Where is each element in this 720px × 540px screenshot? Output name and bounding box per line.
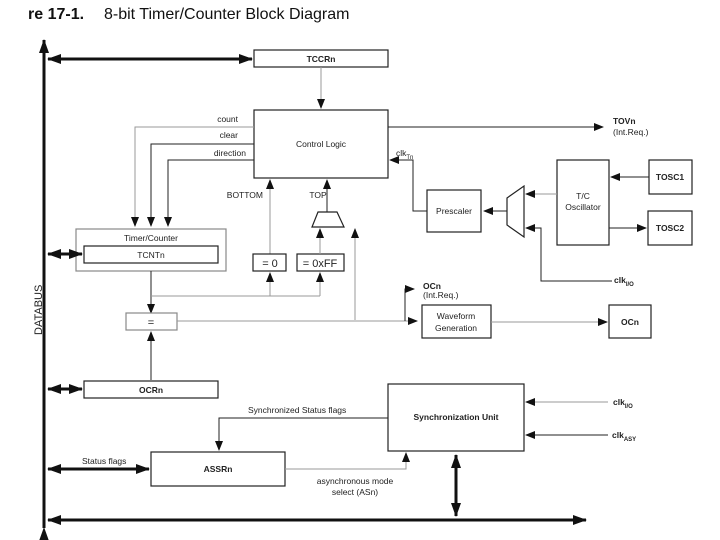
clk-asy-label: clkASY [612, 430, 636, 443]
clk-io-label-1: clkI/O [614, 275, 634, 288]
clk-tn-label: clkTn [396, 148, 413, 161]
async-mode-wire [285, 452, 410, 470]
top-mux [311, 211, 345, 228]
ocn-output-label: OCn [621, 317, 639, 327]
clock-source-mux [506, 184, 525, 239]
tosc2-block [647, 210, 693, 246]
clk-tn-wire [389, 156, 427, 212]
count-label: count [217, 114, 238, 124]
ocn-int-label: OCn [423, 281, 441, 291]
ocn-int-sub-label: (Int.Req.) [423, 290, 459, 300]
sync-unit-label: Synchronization Unit [414, 412, 499, 422]
waveform-label-2: Generation [435, 323, 477, 333]
async-mode-label-2: select (ASn) [332, 487, 378, 497]
tov-sub-label: (Int.Req.) [613, 127, 649, 137]
eq-ff-label: = 0xFF [303, 258, 338, 270]
ocr-register [83, 380, 219, 399]
oscillator-label-1: T/C [576, 191, 590, 201]
eq-zero-block [252, 253, 287, 272]
direction-label: direction [214, 148, 246, 158]
bottom-label: BOTTOM [227, 190, 263, 200]
timer-counter-label: Timer/Counter [124, 233, 178, 243]
oscillator-label-2: Oscillator [565, 202, 601, 212]
top-label: TOP [309, 190, 327, 200]
tosc2-label: TOSC2 [656, 223, 684, 233]
waveform-generation-block [421, 304, 492, 339]
databus-label: DATABUS [33, 285, 45, 335]
tc-oscillator-block [556, 159, 610, 246]
prescaler-label: Prescaler [436, 206, 472, 216]
assr-label: ASSRn [204, 464, 233, 474]
control-logic-label: Control Logic [296, 139, 347, 149]
tov-label: TOVn [613, 116, 636, 126]
tccr-label: TCCRn [307, 54, 336, 64]
ocn-output-block [608, 304, 652, 339]
ocr-label: OCRn [139, 385, 163, 395]
async-mode-label-1: asynchronous mode [317, 476, 394, 486]
eq-zero-label: = 0 [262, 258, 278, 270]
prescaler-block [426, 189, 482, 233]
assr-register [150, 451, 286, 487]
sync-status-wire [215, 417, 388, 451]
waveform-label-1: Waveform [437, 311, 475, 321]
tosc1-block [648, 159, 693, 195]
tosc1-label: TOSC1 [656, 172, 684, 182]
clk-io-to-mux [525, 224, 612, 282]
synchronization-unit-block [387, 383, 525, 452]
comparator-label: = [148, 317, 154, 329]
figure-title: 8-bit Timer/Counter Block Diagram [104, 6, 349, 23]
tcnt-register [83, 245, 219, 264]
clear-wire [147, 143, 254, 227]
ocn-int-wire [404, 285, 415, 321]
clear-label: clear [220, 130, 239, 140]
sync-status-label: Synchronized Status flags [248, 405, 346, 415]
count-wire [131, 126, 254, 227]
tcnt-label: TCNTn [137, 250, 165, 260]
clk-io-label-2: clkI/O [613, 397, 633, 410]
status-flags-label: Status flags [82, 456, 126, 466]
direction-wire [164, 159, 254, 227]
figure-label: re 17-1. [28, 6, 84, 23]
